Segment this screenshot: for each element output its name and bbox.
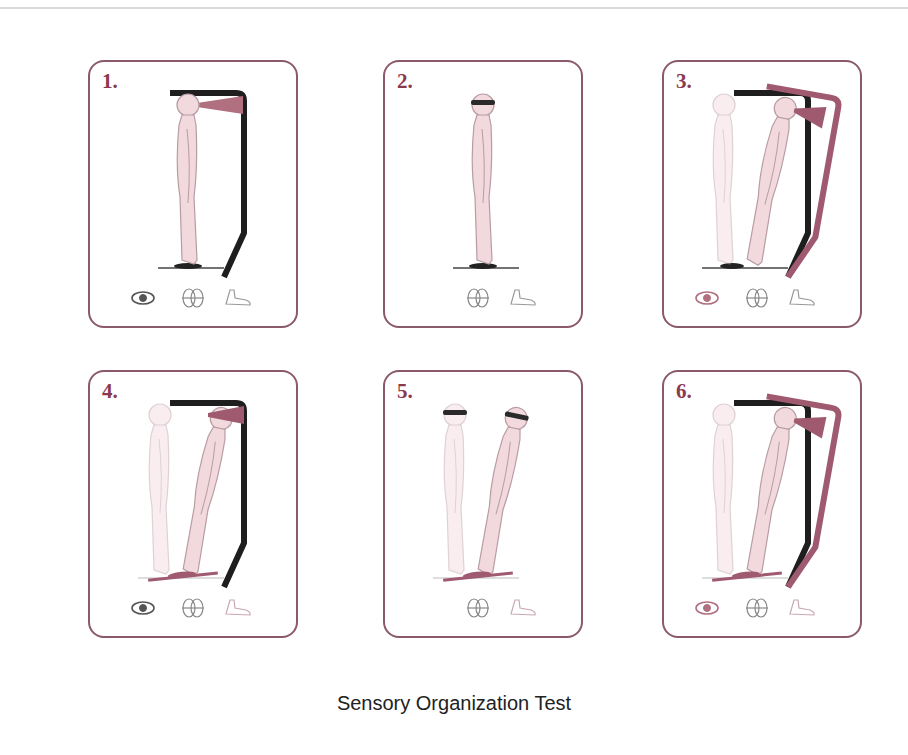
panel-number: 4. xyxy=(102,380,118,403)
test-panel: 6. xyxy=(662,370,862,638)
test-panel: 5. xyxy=(383,370,583,638)
panel-number: 2. xyxy=(397,70,413,93)
test-panel: 1. xyxy=(88,60,298,328)
panel-number: 3. xyxy=(676,70,692,93)
panel-number: 1. xyxy=(102,70,118,93)
test-panel: 2. xyxy=(383,60,583,328)
test-panel: 4. xyxy=(88,370,298,638)
panel-number: 5. xyxy=(397,380,413,403)
test-panel: 3. xyxy=(662,60,862,328)
panel-number: 6. xyxy=(676,380,692,403)
figure-caption: Sensory Organization Test xyxy=(0,692,908,715)
